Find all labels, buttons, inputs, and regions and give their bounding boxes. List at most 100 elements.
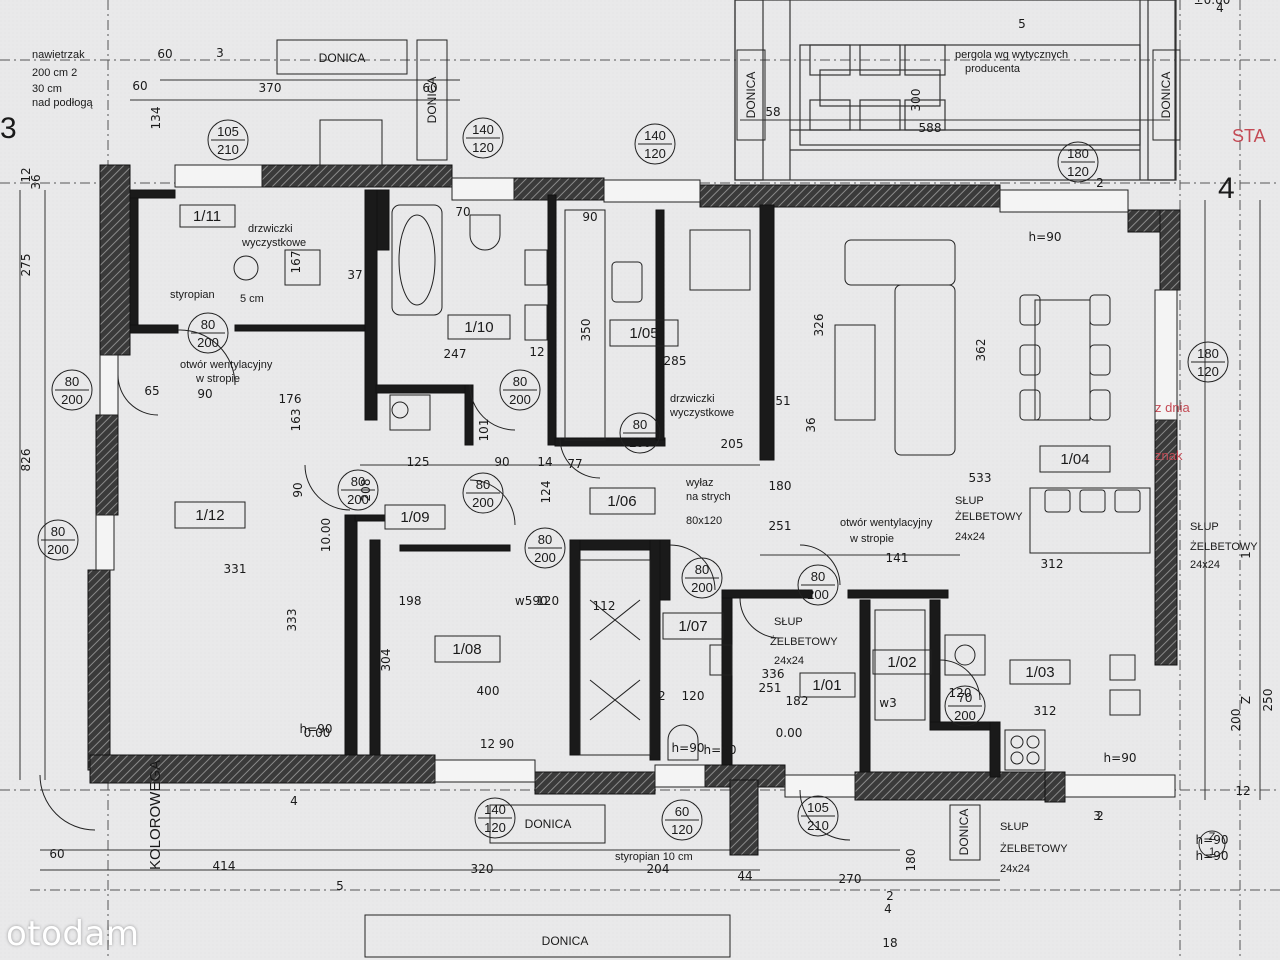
note-cleanout-door: wyczystkowe xyxy=(241,237,306,249)
svg-text:210: 210 xyxy=(807,818,829,833)
dimension-number: 12 90 xyxy=(480,737,514,751)
svg-text:180: 180 xyxy=(1197,346,1219,361)
stamp-text: STA xyxy=(1232,126,1266,146)
dimension-number: 70 xyxy=(455,205,470,219)
dimension-number: 250 xyxy=(1261,689,1275,712)
dimension-number: 3 xyxy=(1093,809,1101,823)
dimension-number: h=90 xyxy=(300,722,333,736)
note-rc-column: 24x24 xyxy=(1190,559,1220,571)
dimension-number: 12 xyxy=(529,345,544,359)
dimension-number: 65 xyxy=(144,384,159,398)
dimension-number: 400 xyxy=(477,684,500,698)
svg-text:140: 140 xyxy=(484,802,506,817)
dimension-number: 44 xyxy=(737,869,752,883)
dimension-number: 77 xyxy=(567,457,582,471)
planter-label: DONICA xyxy=(744,72,758,119)
dimension-number: 320 xyxy=(471,862,494,876)
note-pergola: pergola wg wytycznych xyxy=(955,49,1068,61)
note-rc-column: ŻELBETOWY xyxy=(1000,842,1068,855)
planter-box xyxy=(364,914,731,958)
dimension-number: h=90 xyxy=(1196,833,1229,847)
planter-box xyxy=(276,39,408,75)
dimension-number: 134 xyxy=(149,107,163,130)
dimension-number: 112 xyxy=(593,599,616,613)
dimension-number: 141 xyxy=(886,551,909,565)
axis-mark: Z xyxy=(1209,831,1216,843)
svg-text:120: 120 xyxy=(472,140,494,155)
stamp-text: z dnia xyxy=(1155,400,1190,415)
dimension-number: 180 xyxy=(904,849,918,872)
dimension-number: 176 xyxy=(279,392,302,406)
dimension-number: 0.00 xyxy=(304,726,331,740)
planter-label: DONICA xyxy=(525,817,572,831)
dimension-number: 36 xyxy=(29,174,43,189)
dimension-number: 51 xyxy=(775,394,790,408)
dimension-number: 208 xyxy=(359,479,373,502)
dimension-number: ±0.00 xyxy=(1194,0,1231,7)
svg-text:200: 200 xyxy=(691,580,713,595)
room-label-1-12: 1/12 xyxy=(195,507,224,524)
note-nawietrzak: nad podłogą xyxy=(32,97,93,109)
dimension-number: 251 xyxy=(759,681,782,695)
dimension-number: 414 xyxy=(213,859,236,873)
svg-text:180: 180 xyxy=(1067,146,1089,161)
room-label-1-07: 1/07 xyxy=(678,618,707,635)
windows xyxy=(95,164,1178,798)
dimension-number: 5 xyxy=(336,879,344,893)
axis-mark: 4 xyxy=(1218,172,1235,205)
pergola-terrace xyxy=(734,0,1177,181)
room-label-1-10: 1/10 xyxy=(464,319,493,336)
note-rc-column: 24x24 xyxy=(955,531,985,543)
dimension-number: 275 xyxy=(19,254,33,277)
dimension-number: 12 xyxy=(19,167,33,182)
dimension-number: 312 xyxy=(1041,557,1064,571)
planter-label: DONICA xyxy=(319,51,366,65)
svg-text:105: 105 xyxy=(807,800,829,815)
planter-box xyxy=(489,804,606,844)
note-styrofoam: styropian xyxy=(170,289,215,301)
inner-walls xyxy=(129,189,1001,778)
svg-text:80: 80 xyxy=(695,562,709,577)
axis-bubbles: 3 4 Z 1 xyxy=(0,112,1235,858)
svg-text:80: 80 xyxy=(351,474,365,489)
dimension-number: 101 xyxy=(477,419,491,442)
room-label-1-09: 1/09 xyxy=(400,509,429,526)
note-attic-hatch: wyłaz xyxy=(685,477,714,489)
dimension-number: 4 xyxy=(1216,1,1224,15)
note-styrofoam: 5 cm xyxy=(240,293,264,305)
dimension-number: 167 xyxy=(289,251,303,274)
note-rc-column: ŻELBETOWY xyxy=(1190,540,1258,553)
planter-box xyxy=(736,49,766,141)
svg-text:120: 120 xyxy=(1197,364,1219,379)
svg-text:70: 70 xyxy=(958,690,972,705)
svg-text:60: 60 xyxy=(675,804,689,819)
note-nawietrzak: 30 cm xyxy=(32,83,62,95)
planters xyxy=(276,39,1181,958)
svg-text:140: 140 xyxy=(644,128,666,143)
room-label-1-03: 1/03 xyxy=(1025,664,1054,681)
dimension-number: 198 xyxy=(399,594,422,608)
dimension-number: 300 xyxy=(909,89,923,112)
dimension-number: 18 xyxy=(882,936,897,950)
svg-text:200: 200 xyxy=(534,550,556,565)
note-pergola: producenta xyxy=(965,63,1021,75)
room-label-1-02: 1/02 xyxy=(887,654,916,671)
planter-labels: DONICA DONICA DONICA DONICA DONICA DONIC… xyxy=(319,51,1173,948)
room-label-1-11: 1/11 xyxy=(193,208,221,225)
dimension-number: 0.00 xyxy=(776,726,803,740)
dimension-number: 37 xyxy=(347,268,362,282)
note-cleanout-door: drzwiczki xyxy=(670,393,715,405)
svg-text:200: 200 xyxy=(629,435,651,450)
dimension-number: 200 xyxy=(1229,709,1243,732)
dimension-number: 362 xyxy=(974,339,988,362)
dimension-number: w3 xyxy=(879,696,896,710)
